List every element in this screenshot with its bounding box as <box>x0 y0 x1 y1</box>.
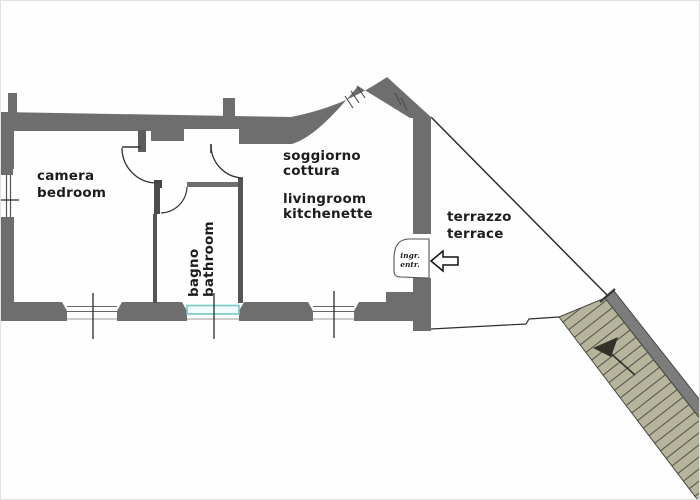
terrace-bottom-edge <box>430 316 560 330</box>
door-swing-bathroom <box>160 186 188 214</box>
entrance: ingr. entr. <box>393 238 459 279</box>
door-swing-bedroom <box>121 147 157 184</box>
entrance-label-line2: entr. <box>400 260 420 269</box>
svg-text:bathroom: bathroom <box>201 221 217 297</box>
top-wall <box>1 77 432 144</box>
right-wall-upper <box>413 118 431 234</box>
interior-walls <box>121 130 244 303</box>
bedroom-door-jamb <box>138 130 146 152</box>
room-label-bedroom: camera <box>37 168 94 184</box>
room-label-living: livingroom <box>283 191 366 207</box>
left-wall-upper <box>1 112 14 169</box>
entrance-label-line1: ingr. <box>400 251 420 260</box>
wall-stub-top-left <box>8 93 17 119</box>
left-wall-step <box>1 167 13 175</box>
wall-stub-top-middle <box>223 98 235 120</box>
room-label-terrace: terrazzo <box>447 209 512 225</box>
room-labels: camera bedroom soggiorno cottura livingr… <box>37 148 512 297</box>
svg-text:bagno: bagno <box>186 249 202 297</box>
bottom-wall-segment <box>354 302 413 321</box>
bottom-wall-segment <box>117 302 187 321</box>
window-bathroom <box>186 304 240 315</box>
exterior-walls <box>1 77 432 331</box>
room-label-living: cottura <box>283 163 340 179</box>
partition-bedroom-bathroom <box>153 214 157 303</box>
room-label-bathroom: bagno bathroom <box>186 221 217 297</box>
terrace-diagonal-edge <box>430 116 609 297</box>
room-label-bedroom: bedroom <box>37 185 106 201</box>
stairs-direction-arrow <box>593 337 618 357</box>
stairs-group <box>558 288 699 499</box>
right-wall-lower <box>413 278 431 331</box>
door-swing-living <box>210 144 244 179</box>
partition-bathroom-living <box>238 178 243 303</box>
wall-hatch-ticks <box>344 85 408 111</box>
room-label-terrace: terrace <box>447 226 504 242</box>
bottom-wall-segment <box>1 302 67 321</box>
left-wall-lower <box>1 217 14 321</box>
entrance-door <box>393 238 430 279</box>
entrance-step-block <box>386 292 414 303</box>
bathroom-top-wall <box>187 182 243 187</box>
room-label-living: kitchenette <box>283 206 373 222</box>
windows <box>1 175 354 339</box>
bathroom-door-leaf <box>154 183 160 214</box>
bottom-wall-segment <box>239 302 313 321</box>
terrace-outline <box>430 116 609 330</box>
entrance-arrow-icon <box>429 249 459 273</box>
stairs-direction-line <box>607 350 636 376</box>
room-label-living: soggiorno <box>283 148 361 164</box>
